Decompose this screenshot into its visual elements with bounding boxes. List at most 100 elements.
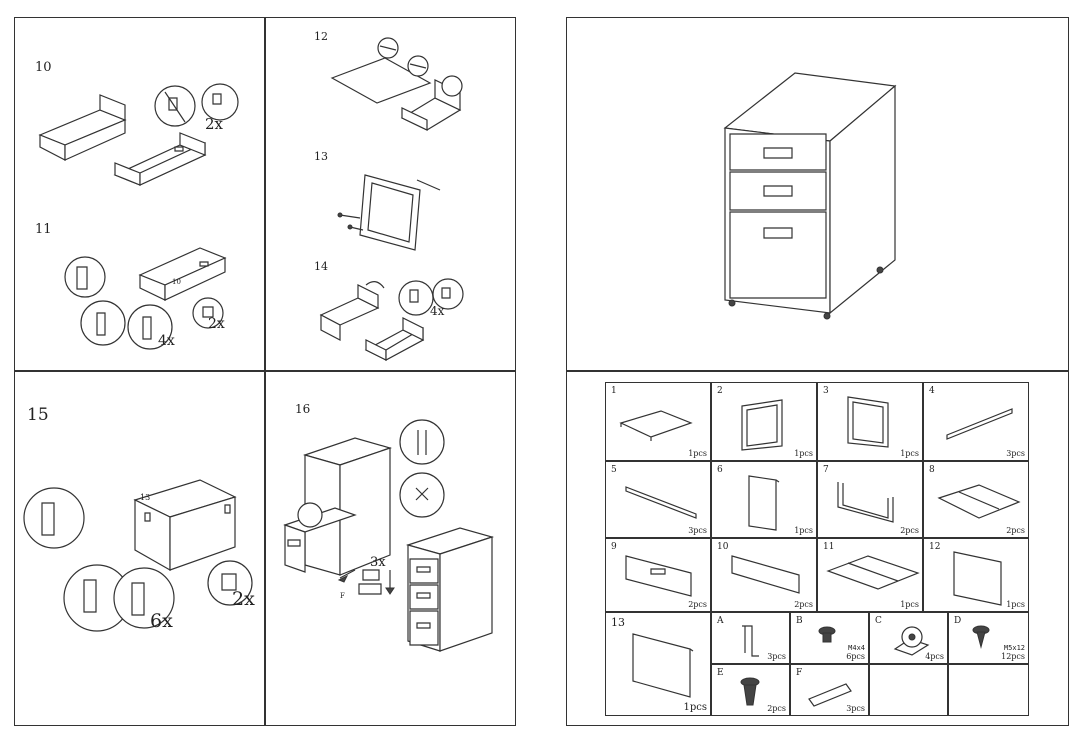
- part-cell-6: 6 1pcs: [711, 461, 817, 538]
- part-number: 2: [717, 386, 723, 396]
- part-number: 5: [611, 465, 617, 475]
- part-cell-11: 11 1pcs: [817, 538, 923, 612]
- part-quantity: 3pcs: [688, 526, 707, 535]
- step-16-cabinet-open-illustration: [280, 430, 400, 580]
- part-quantity: 4pcs: [925, 652, 944, 661]
- plastic-plug-icon: [738, 677, 763, 709]
- step-11-number: 11: [35, 222, 52, 237]
- part-cell-9: 9 2pcs: [605, 538, 711, 612]
- part-quantity: 1pcs: [794, 526, 813, 535]
- part-quantity: 1pcs: [900, 449, 919, 458]
- part-quantity: 3pcs: [846, 704, 865, 713]
- part-quantity: 1pcs: [900, 600, 919, 609]
- handle-hardware-icon: [737, 621, 767, 661]
- part-12-panel-icon: [949, 547, 1009, 607]
- part-quantity: 1pcs: [1006, 600, 1025, 609]
- step-12-assembly-illustration: [330, 38, 470, 148]
- part-3-side-frame-icon: [843, 395, 898, 453]
- right-parts-page: [566, 17, 1069, 726]
- part-quantity: 6pcs: [846, 652, 865, 661]
- part-7-bracket-icon: [833, 477, 908, 532]
- step-16-part-label: F: [340, 592, 345, 600]
- part-number: C: [875, 616, 882, 626]
- step-10-drawer-illustration: [35, 85, 235, 195]
- part-5-rail-icon: [621, 482, 701, 522]
- step-11-quantity-b: 4x: [158, 333, 175, 349]
- part-number: 12: [929, 542, 941, 552]
- step-16-detail-circles: [398, 420, 448, 520]
- parts-table: 1 1pcs 2 1pcs 3 1pcs 4 3pcs 5 3pcs 6 1pc…: [605, 382, 1029, 716]
- hardware-cell-e: E 2pcs: [711, 664, 790, 716]
- part-number: 11: [823, 542, 835, 552]
- step-15-quantity-b: 6x: [150, 610, 173, 632]
- part-number: 13: [611, 616, 625, 629]
- right-page-horizontal-divider: [566, 370, 1069, 372]
- empty-cell-2: [948, 664, 1029, 716]
- step-14-quantity: 4x: [430, 304, 445, 318]
- part-number: D: [954, 616, 962, 626]
- screw-m5-icon: [971, 625, 991, 650]
- part-quantity: 3pcs: [1006, 449, 1025, 458]
- hardware-cell-f: F 3pcs: [790, 664, 869, 716]
- part-quantity: 2pcs: [1006, 526, 1025, 535]
- part-number: 10: [717, 542, 729, 552]
- label-card-icon: [806, 679, 856, 709]
- part-number: 7: [823, 465, 829, 475]
- step-10-quantity: 2x: [205, 115, 224, 133]
- part-cell-13: 13 1pcs: [605, 612, 711, 716]
- step-15-part-label: 13: [140, 493, 151, 502]
- hardware-cell-b: B M4x4 6pcs: [790, 612, 869, 664]
- step-14-number: 14: [314, 260, 328, 273]
- step-15-number: 15: [27, 405, 49, 425]
- part-9-drawer-front-icon: [621, 551, 701, 601]
- part-1-top-panel-icon: [616, 403, 696, 443]
- step-15-detail-circles: [22, 488, 262, 638]
- screw-m4-icon: [817, 625, 837, 645]
- part-cell-12: 12 1pcs: [923, 538, 1029, 612]
- part-number: 1: [611, 386, 617, 396]
- part-spec: M4x4: [848, 644, 865, 652]
- part-11-drawer-bottom-icon: [823, 551, 923, 596]
- part-cell-7: 7 2pcs: [817, 461, 923, 538]
- left-page-vertical-divider: [264, 17, 266, 726]
- left-page-horizontal-divider: [14, 370, 516, 372]
- step-11-quantity-a: 2x: [208, 316, 225, 332]
- part-quantity: 12pcs: [1001, 652, 1025, 661]
- part-6-back-panel-icon: [744, 474, 789, 534]
- part-quantity: 2pcs: [767, 704, 786, 713]
- part-cell-10: 10 2pcs: [711, 538, 817, 612]
- part-number: A: [717, 616, 724, 626]
- caster-wheel-icon: [890, 621, 930, 656]
- step-10-detail-circles: [155, 82, 245, 132]
- part-quantity: 1pcs: [794, 449, 813, 458]
- step-10-number: 10: [35, 60, 52, 75]
- part-number: B: [796, 616, 803, 626]
- step-16-finished-cabinet-illustration: [400, 523, 500, 658]
- step-16-handle-detail: [335, 560, 405, 610]
- part-spec: M5x12: [1003, 644, 1025, 652]
- hardware-cell-c: C 4pcs: [869, 612, 948, 664]
- step-12-number: 12: [314, 30, 328, 43]
- step-16-number: 16: [295, 402, 311, 416]
- part-8-drawer-bottom-icon: [934, 480, 1024, 525]
- hardware-cell-d: D M5x12 12pcs: [948, 612, 1029, 664]
- part-number: 8: [929, 465, 935, 475]
- step-13-frame-illustration: [335, 170, 445, 255]
- part-number: 3: [823, 386, 829, 396]
- part-cell-5: 5 3pcs: [605, 461, 711, 538]
- part-number: 4: [929, 386, 935, 396]
- part-cell-2: 2 1pcs: [711, 382, 817, 461]
- part-quantity: 2pcs: [688, 600, 707, 609]
- part-cell-8: 8 2pcs: [923, 461, 1029, 538]
- step-15-cabinet-illustration: [120, 475, 245, 575]
- part-number: 9: [611, 542, 617, 552]
- step-11-detail-circles: [65, 255, 225, 350]
- empty-cell-1: [869, 664, 948, 716]
- part-cell-4: 4 3pcs: [923, 382, 1029, 461]
- part-cell-1: 1 1pcs: [605, 382, 711, 461]
- step-13-number: 13: [314, 150, 328, 163]
- step-11-drawer-illustration: [135, 240, 235, 310]
- step-15-quantity-a: 2x: [232, 588, 255, 610]
- part-4-rail-icon: [942, 405, 1017, 440]
- part-2-side-frame-icon: [737, 398, 792, 453]
